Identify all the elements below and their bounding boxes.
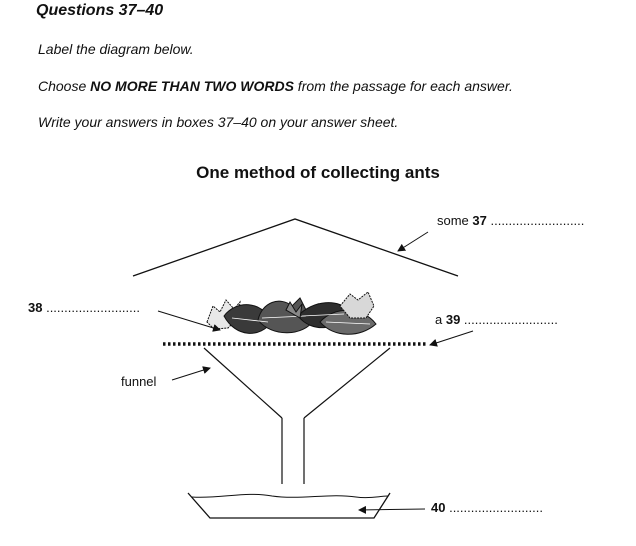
- arrow-38: [157, 310, 221, 332]
- arrow-39: [429, 330, 474, 347]
- instruction-answer-sheet: Write your answers in boxes 37–40 on you…: [38, 114, 399, 130]
- instruction-word-limit: Choose NO MORE THAN TWO WORDS from the p…: [38, 78, 513, 94]
- label-37-blank: ..........................: [486, 213, 585, 228]
- cover-roof: [132, 218, 459, 277]
- label-39-blank: ..........................: [460, 312, 558, 327]
- label-37: some 37 ..........................: [437, 213, 584, 228]
- label-37-prefix: some: [437, 213, 473, 228]
- collecting-dish: [187, 492, 391, 519]
- questions-heading: Questions 37–40: [36, 2, 164, 19]
- arrow-37: [397, 231, 429, 252]
- instruction-word-limit-bold: NO MORE THAN TWO WORDS: [90, 78, 294, 94]
- label-38: 38 ..........................: [28, 300, 140, 315]
- label-funnel: funnel: [121, 374, 157, 389]
- label-40-number: 40: [431, 500, 446, 515]
- label-39-prefix: a: [435, 312, 446, 327]
- label-38-number: 38: [28, 300, 43, 315]
- leaf-litter-icon: [206, 291, 377, 335]
- arrow-funnel: [171, 366, 211, 381]
- instruction-label-diagram: Label the diagram below.: [38, 41, 194, 57]
- label-39: a 39 ..........................: [435, 312, 558, 327]
- label-39-number: 39: [445, 312, 461, 327]
- instruction-word-limit-pre: Choose: [38, 78, 91, 94]
- diagram-title: One method of collecting ants: [196, 163, 440, 182]
- funnel-shape: [203, 347, 391, 484]
- label-38-blank: ..........................: [42, 300, 140, 315]
- label-40: 40 ..........................: [431, 500, 543, 515]
- label-40-blank: ..........................: [445, 500, 543, 515]
- instruction-word-limit-post: from the passage for each answer.: [293, 78, 513, 94]
- arrow-40: [358, 505, 426, 514]
- label-37-number: 37: [472, 213, 487, 228]
